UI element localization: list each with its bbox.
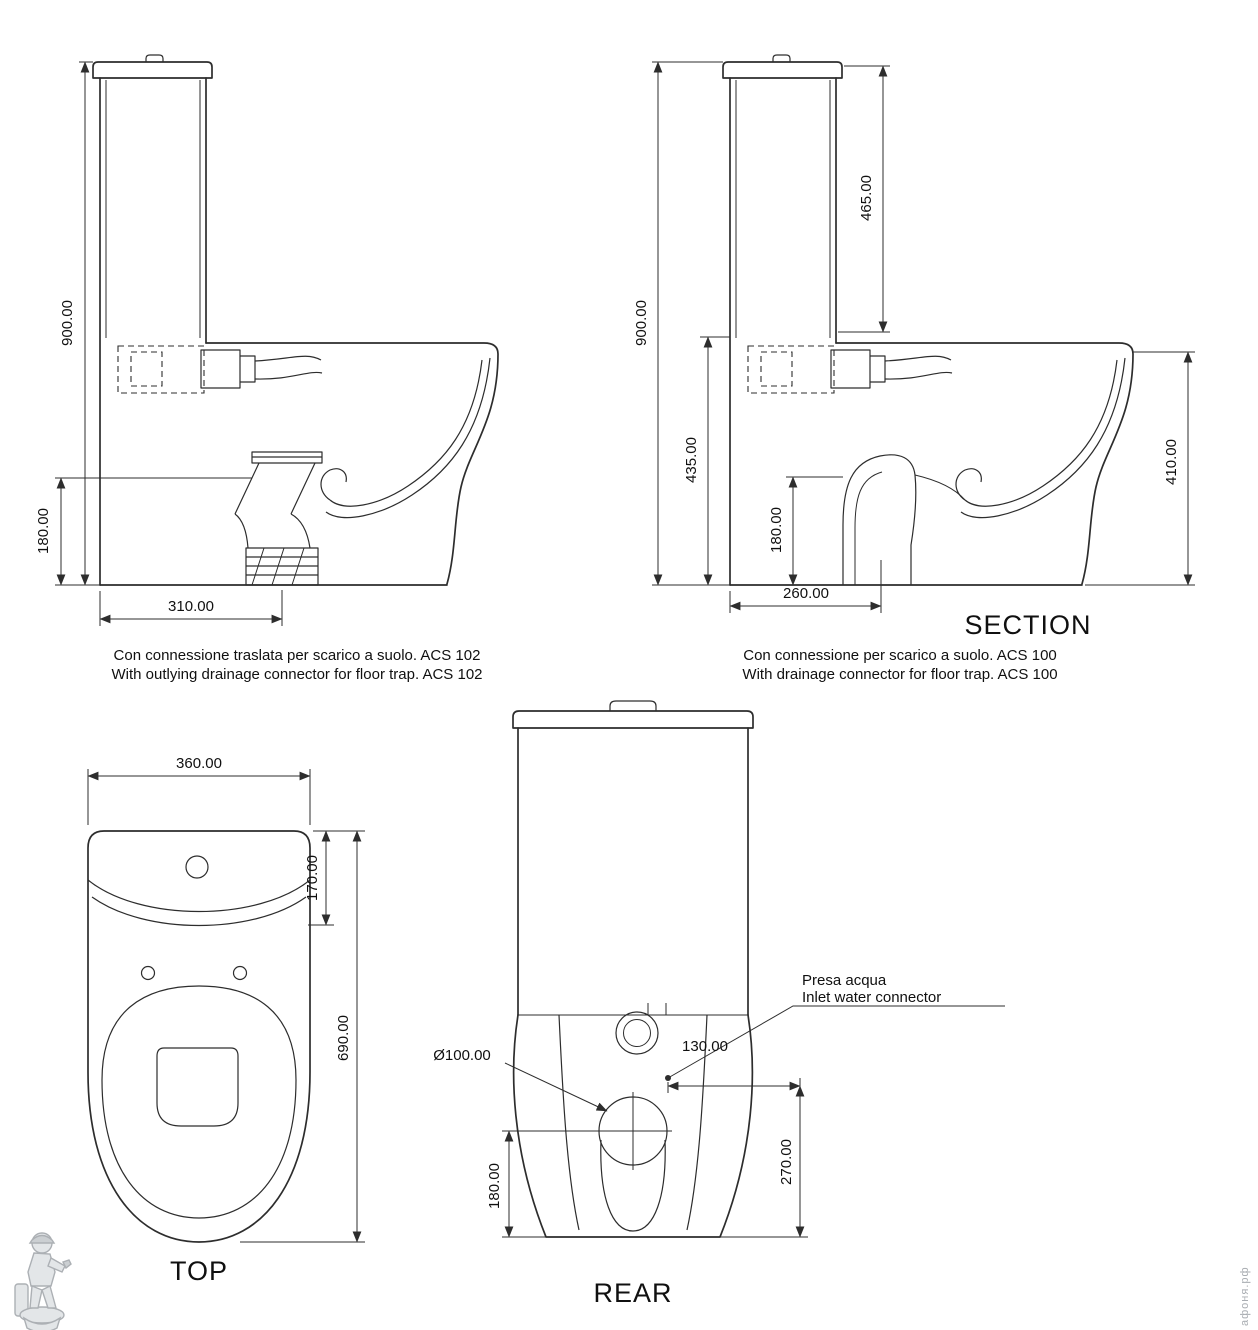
flush-outlet-opening: [156, 1047, 239, 1127]
dim-rim-height: 410.00: [1085, 351, 1195, 586]
dim-label-360: 360.00: [176, 755, 222, 772]
dim-label-900: 900.00: [633, 300, 650, 346]
view-section: 900.00 465.00 435.00 180.00 260.00: [633, 54, 1195, 683]
cistern-lid: [512, 710, 754, 729]
bowl-rear-outline: [512, 1014, 754, 1238]
dim-label-180-rear: 180.00: [486, 1163, 503, 1209]
caption-acs102-english: With outlying drainage connector for flo…: [111, 666, 482, 683]
top-view-outline: [87, 830, 311, 1243]
dim-label-170: 170.00: [304, 855, 321, 901]
dim-label-260: 260.00: [783, 585, 829, 602]
dim-inlet-height: 270.00: [720, 1085, 808, 1238]
dim-inlet-offset: 130.00: [667, 1038, 801, 1093]
water-inlet-boss: [615, 1011, 659, 1055]
view-top: 360.00 170.00 690.00 TOP: [87, 755, 365, 1286]
dim-trap-height: 180.00: [768, 476, 843, 586]
dim-label-900: 900.00: [59, 300, 76, 346]
cistern-lid: [722, 61, 843, 79]
seat-hinge-hole-left: [140, 965, 156, 981]
rear-view-label: REAR: [593, 1278, 672, 1308]
dim-label-690: 690.00: [335, 1015, 352, 1061]
bowl-outline: [729, 342, 1134, 586]
dim-total-height-acs100: 900.00: [633, 61, 730, 586]
plumber-mascot-logo: [14, 1232, 72, 1330]
site-watermark: афоня.рф: [1239, 1266, 1251, 1326]
flush-button: [772, 54, 791, 62]
dim-outlet-offset-acs102: 310.00: [99, 590, 283, 626]
flush-button: [145, 54, 164, 62]
cistern-lid: [92, 61, 213, 79]
dim-total-depth: 690.00: [240, 830, 365, 1243]
dim-label-435: 435.00: [683, 437, 700, 483]
dim-width: 360.00: [87, 755, 311, 825]
caption-acs100-english: With drainage connector for floor trap. …: [742, 666, 1057, 683]
dim-label-130: 130.00: [682, 1038, 728, 1055]
dim-drain-height: 180.00: [486, 1130, 594, 1238]
top-flush-button-hole: [185, 855, 209, 879]
bowl-inner-rim: [101, 985, 297, 1219]
dim-bowl-height: 435.00: [683, 336, 730, 586]
cistern-outline: [517, 727, 749, 1016]
water-inlet-callout: Presa acqua Inlet water connector: [667, 972, 1005, 1079]
caption-acs100-italian: Con connessione per scarico a suolo. ACS…: [743, 647, 1057, 664]
dim-label-180: 180.00: [768, 507, 785, 553]
dim-outlet-height-acs102: 180.00: [35, 477, 252, 586]
offset-drain-connector: [234, 451, 323, 586]
view-side-offset-drain: 900.00 180.00 310.00 Con connessione tra…: [35, 54, 499, 683]
cistern-outline: [729, 77, 837, 586]
note-inlet-water-connector: Inlet water connector: [802, 989, 941, 1006]
dim-tank-depth: 170.00: [304, 830, 334, 926]
floor-drain-column: [842, 454, 966, 585]
dim-label-310: 310.00: [168, 598, 214, 615]
top-view-label: TOP: [170, 1256, 228, 1286]
flush-button: [609, 700, 657, 711]
dim-cistern-height: 465.00: [838, 65, 890, 333]
caption-acs102-italian: Con connessione traslata per scarico a s…: [114, 647, 481, 664]
dim-total-height-acs102: 900.00: [55, 61, 100, 586]
view-rear: Ø100.00 Presa acqua Inlet water connecto…: [433, 700, 1005, 1308]
dim-label-270: 270.00: [778, 1139, 795, 1185]
section-view-label: SECTION: [964, 610, 1091, 640]
dim-label-465: 465.00: [858, 175, 875, 221]
dim-outlet-depth: 260.00: [729, 560, 882, 613]
dim-label-410: 410.00: [1163, 439, 1180, 485]
bowl-outline: [99, 342, 499, 586]
drain-diameter-callout: Ø100.00: [433, 1047, 608, 1112]
cistern-outline: [99, 77, 207, 586]
note-presa-acqua: Presa acqua: [802, 972, 887, 989]
dim-label-180: 180.00: [35, 508, 52, 554]
seat-hinge-hole-right: [232, 965, 248, 981]
dim-label-diameter-100: Ø100.00: [433, 1047, 491, 1064]
